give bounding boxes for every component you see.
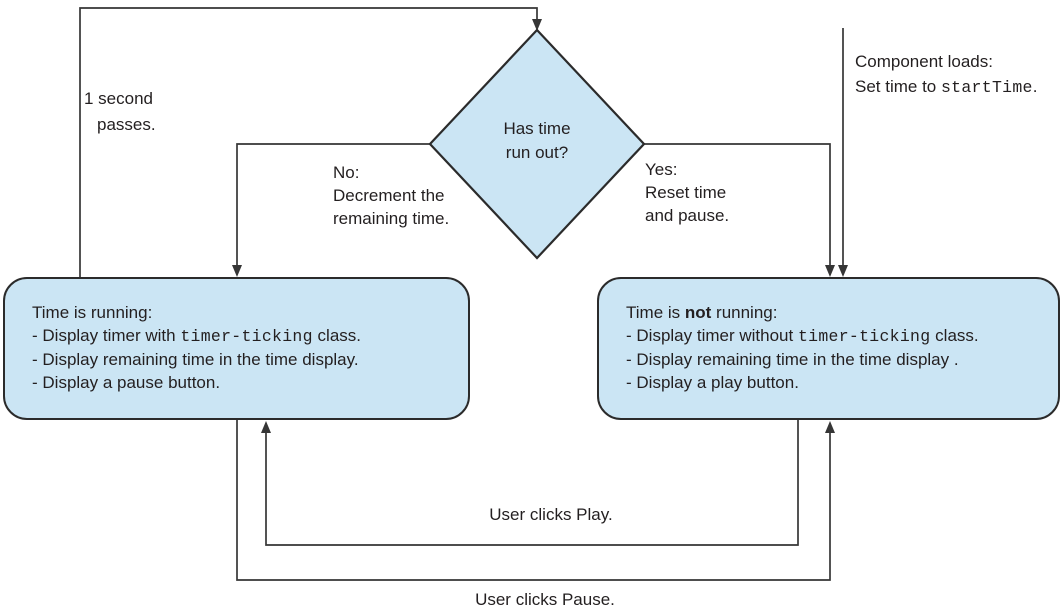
not-running-state-item3: - Display a play button. (626, 373, 799, 392)
edge-yes-label-line2: Reset time (645, 183, 727, 202)
running-state-item1-suffix: class. (312, 326, 361, 345)
edge-load-label: Component loads: Set time to startTime. (855, 49, 1037, 100)
edge-no-label-line1: No: (333, 163, 360, 182)
running-state-item2: - Display remaining time in the time dis… (32, 350, 359, 369)
arrowhead-pause-into-notrunning-box (825, 421, 835, 433)
edge-no-label-line2: Decrement the (333, 186, 445, 205)
edge-pause-line (236, 420, 831, 581)
running-state-item3: - Display a pause button. (32, 373, 221, 392)
start-time-code: startTime (940, 78, 1033, 97)
decision-diamond (428, 28, 646, 260)
edge-load-label-line2: Set time to startTime. (855, 74, 1037, 100)
running-state-item1: - Display timer with timer-ticking class… (32, 324, 458, 348)
edge-tick-label: 1 second passes. (84, 86, 156, 138)
decision-label-line1: Has time (503, 119, 571, 138)
edge-load-label-line2-period: . (1032, 77, 1038, 96)
arrowhead-load-into-notrunning-box (838, 265, 848, 277)
edge-play-line (265, 420, 799, 546)
not-running-state-box: Time is not running: - Display timer wit… (597, 277, 1060, 420)
edge-no-line (236, 143, 430, 265)
decision-label: Has time run out? (457, 117, 617, 165)
running-state-title: Time is running: (32, 303, 153, 322)
decision-label-line2: run out? (505, 143, 569, 162)
edge-load-label-line2-text: Set time to (855, 77, 941, 96)
arrowhead-yes-into-notrunning-box (825, 265, 835, 277)
not-running-state-item1-suffix: class. (930, 326, 979, 345)
not-running-state-title-post: running: (711, 303, 778, 322)
edge-yes-label-line3: and pause. (645, 206, 730, 225)
edge-load-label-line1: Component loads: (855, 52, 993, 71)
edge-tick-label-line2: passes. (97, 115, 156, 134)
not-running-state-title-bold: not (684, 303, 712, 322)
arrowhead-play-into-running-box (261, 421, 271, 433)
arrowhead-into-diamond (532, 19, 542, 31)
edge-yes-label: Yes: Reset time and pause. (645, 158, 729, 227)
edge-play-label: User clicks Play. (489, 505, 613, 524)
not-running-state-item1-text: - Display timer without (626, 326, 798, 345)
running-state-item1-text: - Display timer with (32, 326, 181, 345)
timer-ticking-code-2: timer-ticking (797, 327, 931, 346)
running-state-box: Time is running: - Display timer with ti… (3, 277, 470, 420)
edge-yes-label-line1: Yes: (645, 160, 678, 179)
not-running-state-item2: - Display remaining time in the time dis… (626, 350, 959, 369)
not-running-state-title: Time is not running: (626, 301, 1048, 324)
edge-tick-label-line1: 1 second (84, 89, 153, 108)
edge-yes-line (644, 143, 831, 265)
arrowhead-into-running-box (232, 265, 242, 277)
edge-no-label-line3: remaining time. (333, 209, 450, 228)
not-running-state-title-pre: Time is (626, 303, 685, 322)
edge-no-label: No: Decrement the remaining time. (333, 161, 449, 230)
edge-pause-label: User clicks Pause. (475, 590, 615, 609)
not-running-state-item1: - Display timer without timer-ticking cl… (626, 324, 1048, 348)
timer-ticking-code: timer-ticking (180, 327, 313, 346)
edge-tick-line (79, 7, 538, 277)
